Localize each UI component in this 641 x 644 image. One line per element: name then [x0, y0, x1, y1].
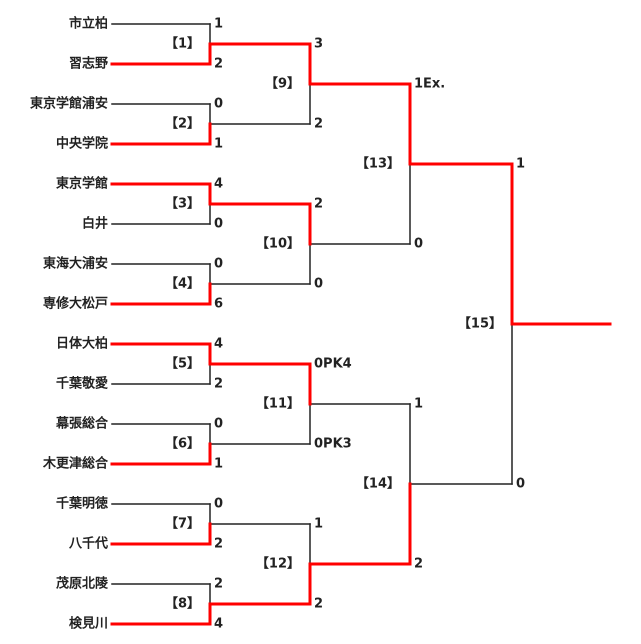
team-name: 東海大浦安 [43, 256, 108, 272]
match-score: 6 [214, 297, 223, 312]
match-label: 【7】 [165, 516, 200, 532]
match-score: 1 [214, 457, 223, 472]
bracket-labels: 市立柏習志野東京学館浦安中央学院東京学館白井東海大浦安専修大松戸日体大柏千葉敬愛… [30, 16, 525, 632]
match-label: 【8】 [165, 596, 200, 612]
bracket-lines-winner [110, 42, 612, 626]
team-name: 木更津総合 [42, 456, 109, 472]
match-score: 4 [214, 337, 223, 352]
team-name: 習志野 [69, 56, 108, 72]
match-label: 【5】 [165, 356, 200, 372]
team-name: 市立柏 [69, 16, 108, 32]
team-name: 白井 [82, 216, 108, 232]
match-label: 【12】 [256, 556, 300, 572]
match-label: 【6】 [165, 436, 200, 452]
team-name: 千葉敬愛 [56, 376, 108, 392]
match-score: 0 [414, 237, 423, 252]
match-score: 1 [516, 157, 525, 172]
match-score: 0PK4 [314, 357, 352, 372]
match-score: 0 [516, 477, 525, 492]
match-score: 0 [214, 497, 223, 512]
match-score: 0 [214, 257, 223, 272]
match-score: 1 [314, 517, 323, 532]
team-name: 東京学館浦安 [30, 96, 108, 112]
bracket-lines-loser [111, 23, 513, 605]
match-score: 0 [214, 97, 223, 112]
team-name: 千葉明徳 [56, 496, 108, 512]
match-label: 【14】 [356, 476, 400, 492]
team-name: 東京学館 [56, 176, 108, 192]
match-label: 【11】 [256, 396, 300, 412]
match-score: 2 [314, 597, 323, 612]
team-name: 専修大松戸 [43, 296, 108, 312]
match-label: 【15】 [458, 316, 502, 332]
match-score: 2 [414, 557, 423, 572]
match-score: 1 [414, 397, 423, 412]
match-label: 【10】 [256, 236, 300, 252]
match-score: 0 [214, 417, 223, 432]
match-label: 【1】 [165, 36, 200, 52]
match-score: 0PK3 [314, 437, 352, 452]
team-name: 茂原北陵 [56, 576, 109, 592]
match-label: 【2】 [165, 116, 200, 132]
match-score: 1 [214, 137, 223, 152]
match-score: 0 [314, 277, 323, 292]
match-label: 【3】 [165, 196, 200, 212]
match-score: 2 [314, 117, 323, 132]
match-label: 【9】 [265, 76, 300, 92]
match-score: 2 [314, 197, 323, 212]
match-label: 【4】 [165, 276, 200, 292]
team-name: 検見川 [69, 616, 108, 632]
match-score: 2 [214, 577, 223, 592]
team-name: 中央学院 [56, 136, 108, 152]
match-score: 0 [214, 217, 223, 232]
team-name: 幕張総合 [55, 416, 109, 432]
match-label: 【13】 [356, 156, 400, 172]
match-score: 2 [214, 57, 223, 72]
match-score: 3 [314, 37, 323, 52]
match-score: 1Ex. [414, 77, 445, 92]
team-name: 八千代 [68, 536, 108, 552]
match-score: 4 [214, 177, 223, 192]
match-score: 2 [214, 377, 223, 392]
match-score: 4 [214, 617, 223, 632]
match-score: 1 [214, 17, 223, 32]
team-name: 日体大柏 [56, 336, 108, 352]
match-score: 2 [214, 537, 223, 552]
